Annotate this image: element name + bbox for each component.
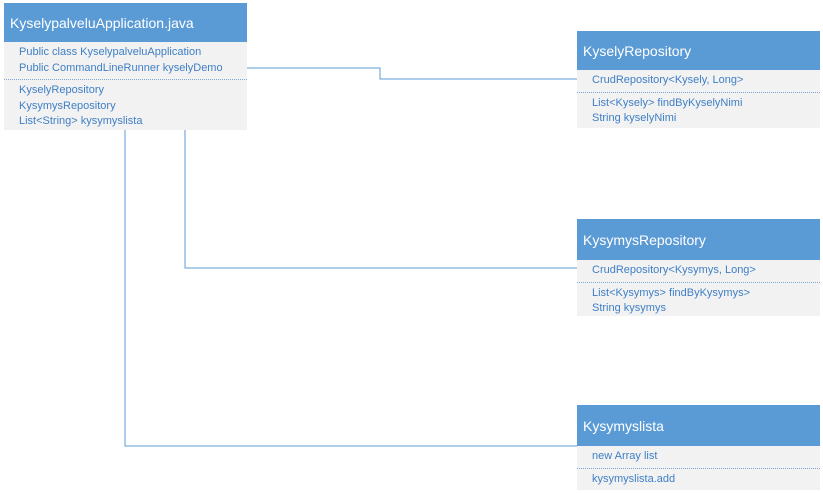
- connector-main-to-kyselyrepository: [247, 67, 577, 80]
- member-line: String kyselyNimi: [592, 112, 677, 124]
- connector-main-to-kysymysrepository: [184, 130, 577, 269]
- class-extends: CrudRepository<Kysymys, Long>: [577, 260, 820, 282]
- class-declarations: Public class KyselypalveluApplication Pu…: [4, 42, 247, 79]
- member-line: List<Kysymys> findByKysymys>: [592, 286, 751, 299]
- member-line: new Array list: [592, 450, 658, 462]
- class-constructor: new Array list: [577, 446, 820, 468]
- class-methods: kysymyslista.add: [577, 467, 820, 491]
- member-line: String kysymys: [592, 302, 666, 314]
- class-members: List<Kysely> findByKyselyNimi String kys…: [577, 91, 820, 130]
- member-line: Public class KyselypalveluApplication: [19, 46, 202, 58]
- member-line: List<Kysely> findByKyselyNimi: [592, 96, 743, 109]
- class-box-kysymyslista: Kysymyslista new Array list kysymyslista…: [577, 405, 820, 490]
- connector-main-to-kysymyslista: [124, 130, 577, 447]
- class-title: KyselypalveluApplication.java: [4, 3, 247, 42]
- member-line: Public CommandLineRunner kyselyDemo: [19, 61, 223, 74]
- class-box-kyselypalveluapplication: KyselypalveluApplication.java Public cla…: [4, 3, 247, 130]
- member-line: KysymysRepository: [19, 99, 116, 112]
- class-fields: KyselyRepository KysymysRepository List<…: [4, 79, 247, 133]
- class-extends: CrudRepository<Kysely, Long>: [577, 70, 820, 92]
- class-members: List<Kysymys> findByKysymys> String kysy…: [577, 281, 820, 320]
- member-line: kysymyslista.add: [592, 472, 676, 485]
- member-line: CrudRepository<Kysymys, Long>: [592, 264, 756, 276]
- class-title: Kysymyslista: [577, 405, 820, 446]
- class-title: KyselyRepository: [577, 31, 820, 70]
- class-title: KysymysRepository: [577, 219, 820, 260]
- member-line: KyselyRepository: [19, 84, 104, 96]
- member-line: List<String> kysymyslista: [19, 115, 143, 127]
- class-box-kysymysrepository: KysymysRepository CrudRepository<Kysymys…: [577, 219, 820, 316]
- member-line: CrudRepository<Kysely, Long>: [592, 74, 744, 86]
- class-box-kyselyrepository: KyselyRepository CrudRepository<Kysely, …: [577, 31, 820, 128]
